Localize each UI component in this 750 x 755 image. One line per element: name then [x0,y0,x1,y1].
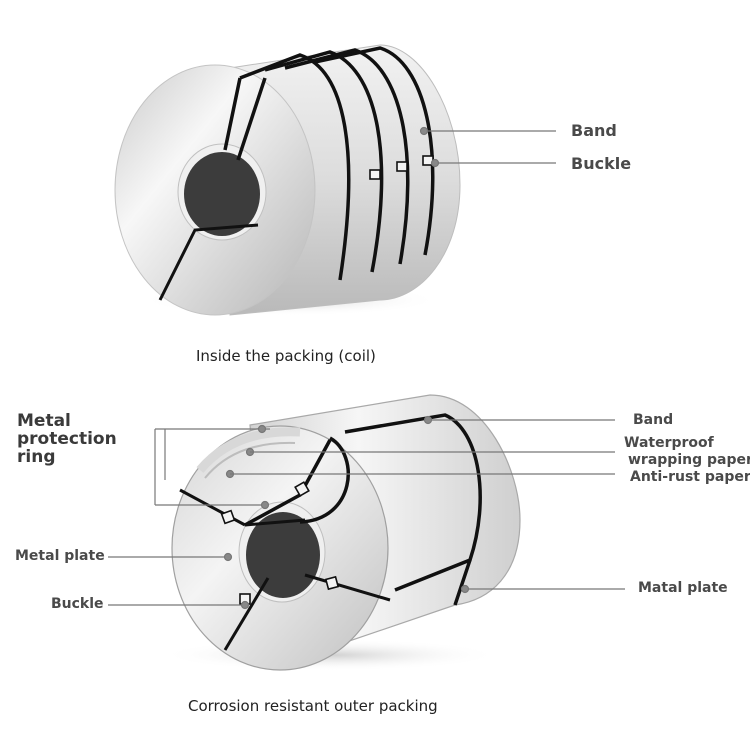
waterproof-label-line1: Waterproof [624,435,714,451]
metal-plate-left-label: Metal plate [15,548,105,564]
anti-rust-label: Anti-rust paper [630,469,750,485]
top-caption: Inside the packing (coil) [196,347,376,365]
top-coil [114,44,461,316]
bottom-coil-core [246,512,320,598]
protection-ring-line [204,441,296,479]
bottom-leader-lines [108,415,625,610]
bottom-coil-buckles [220,481,340,605]
metal-plate-right-label: Matal plate [638,580,728,596]
top-coil-bands [223,46,435,281]
top-buckle-label: Buckle [571,154,632,173]
top-coil-radial-band [158,223,259,301]
waterproof-label-line2: wrapping paper [628,452,750,468]
bottom-caption: Corrosion resistant outer packing [188,697,438,715]
top-coil-core [184,152,260,236]
top-band-label: Band [571,121,617,140]
bottom-band-label: Band [633,412,674,428]
metal-protection-ring-label: Metal protection ring [17,411,117,467]
top-leader-lines [419,126,556,168]
buckle-left-label: Buckle [51,596,104,612]
protection-ring-arc [196,427,301,473]
bottom-coil [160,394,521,671]
